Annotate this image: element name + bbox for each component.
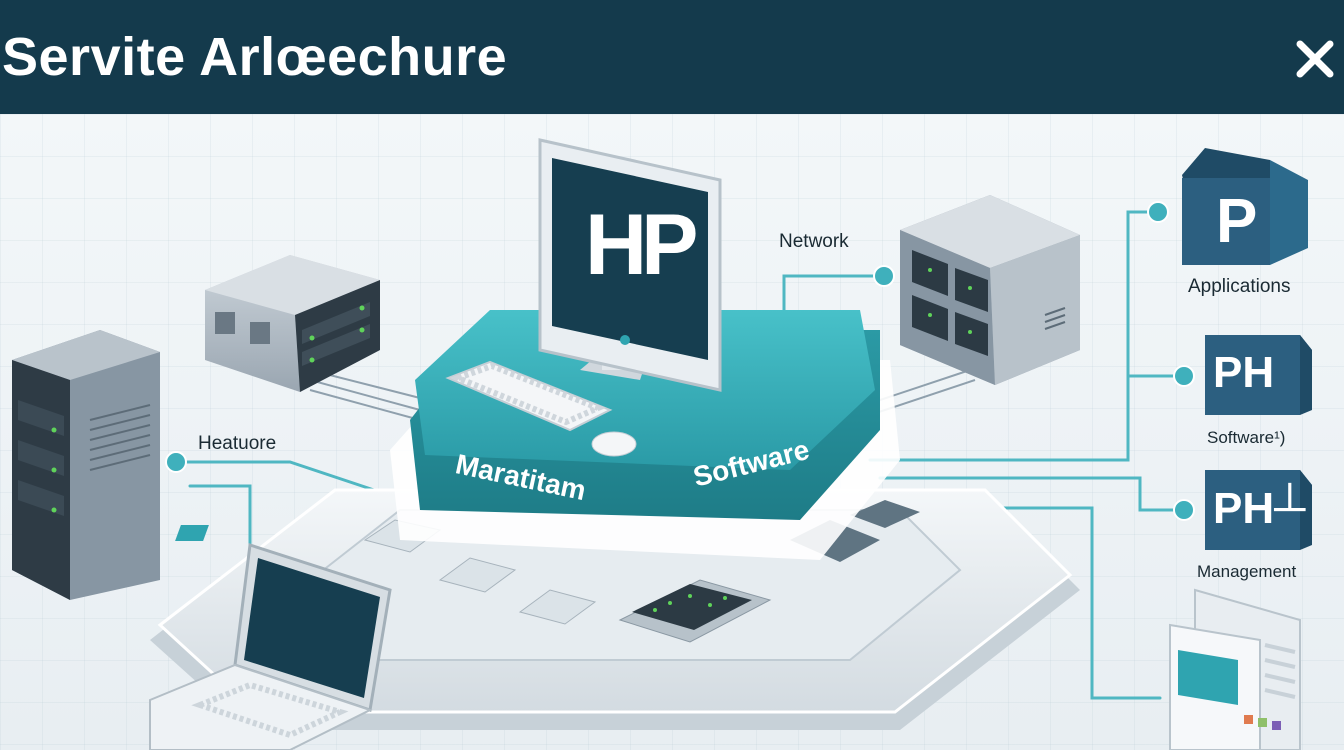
- management-label: Management: [1197, 562, 1297, 581]
- app-tile-applications-text: P: [1216, 187, 1258, 256]
- app-tile-icon: [1205, 470, 1312, 550]
- network-label: Network: [779, 231, 849, 252]
- laptop-icon: [149, 543, 392, 750]
- monitor-icon: [538, 138, 722, 392]
- rack-module: [618, 579, 772, 643]
- document-panel-icon: [1169, 588, 1301, 750]
- software-label: Software¹): [1207, 428, 1286, 447]
- network-switch-icon: [900, 195, 1080, 385]
- close-button[interactable]: [1290, 34, 1340, 84]
- header-bar: [0, 0, 1344, 114]
- node-dot-applications: [1147, 201, 1169, 223]
- server-box-icon: [205, 255, 380, 392]
- app-tile-icon: [1182, 148, 1308, 265]
- app-tile-icon: [1205, 335, 1312, 415]
- connector-dots: [165, 201, 1195, 521]
- hardware-label: Heatuore: [198, 433, 277, 454]
- server-tower-icon: [12, 330, 160, 600]
- connector-hardware: [176, 460, 382, 494]
- node-dot-software: [1173, 365, 1195, 387]
- app-tile-software-text: PH: [1213, 348, 1275, 397]
- applications-label: Applications: [1188, 276, 1291, 297]
- mouse-icon: [591, 431, 637, 457]
- page-title: Servite Arlœechure: [2, 27, 508, 87]
- connector-applications: [868, 210, 1160, 462]
- connector-management: [878, 476, 1186, 512]
- app-tile-management-text: PH┴: [1213, 484, 1306, 533]
- node-dot-hardware: [165, 451, 187, 473]
- node-dot-network: [873, 265, 895, 287]
- close-icon: [1296, 40, 1334, 78]
- keyboard-icon: [445, 360, 613, 432]
- monitor-logo: HP: [585, 197, 698, 293]
- node-dot-management: [1173, 499, 1195, 521]
